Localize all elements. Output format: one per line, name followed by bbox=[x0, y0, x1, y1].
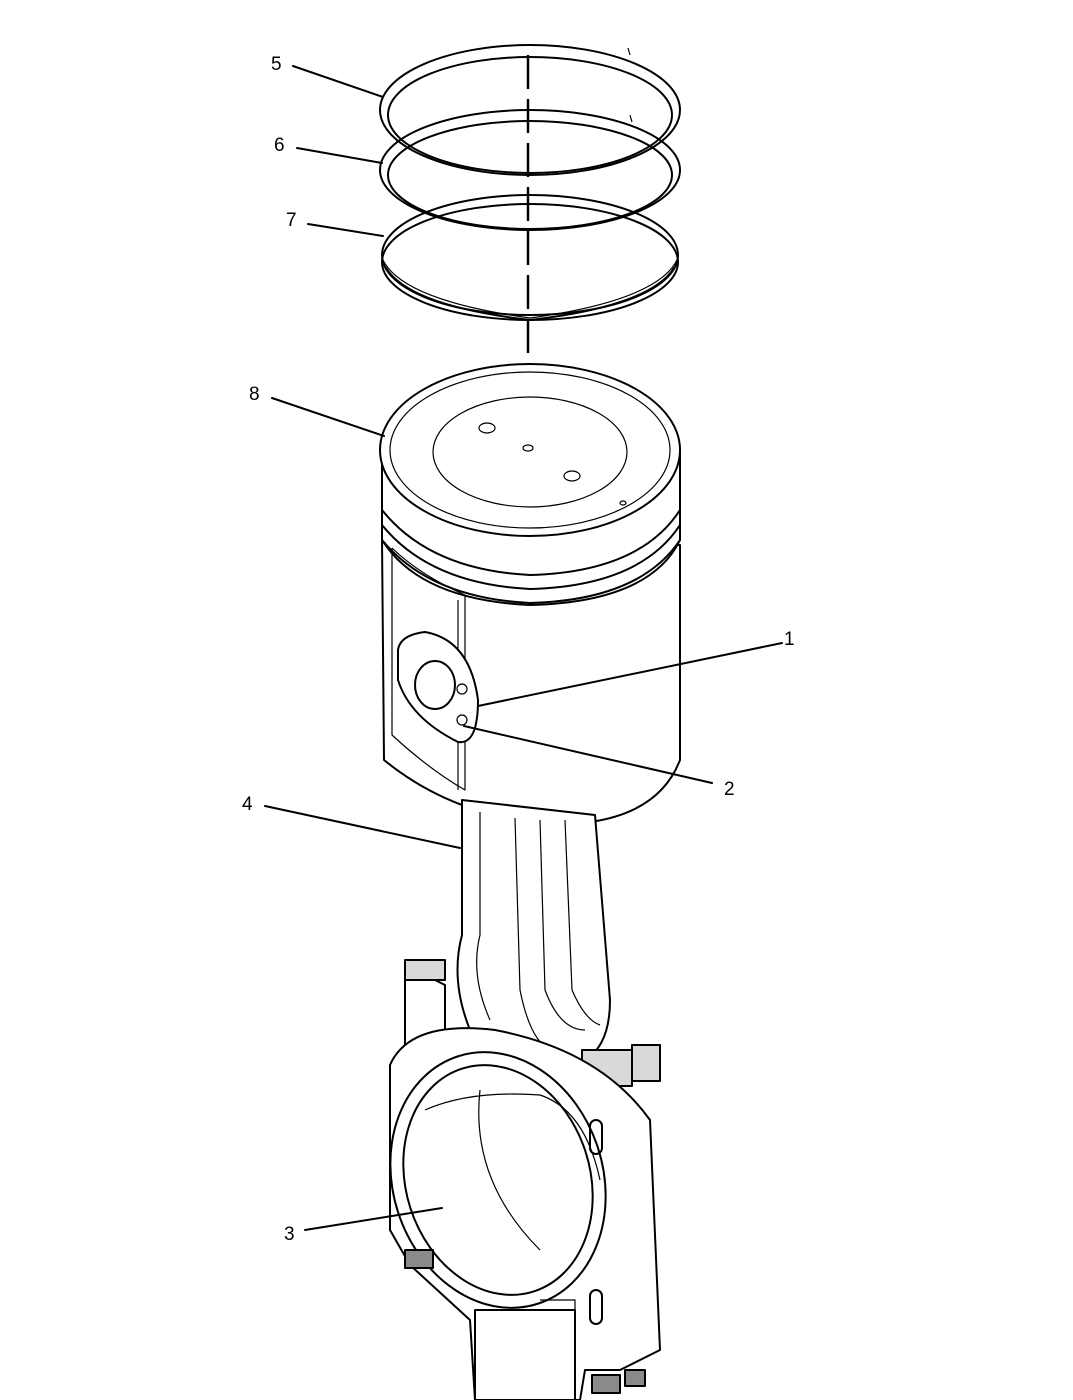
ring-top bbox=[379, 44, 681, 176]
ring-middle bbox=[379, 109, 681, 231]
callout-5: 5 bbox=[271, 54, 282, 75]
callout-leaders bbox=[264, 65, 783, 1231]
callout-2: 2 bbox=[724, 779, 735, 800]
callout-3: 3 bbox=[284, 1224, 295, 1245]
piston bbox=[379, 363, 681, 824]
callout-1: 1 bbox=[784, 629, 795, 650]
callout-6: 6 bbox=[274, 135, 285, 156]
callout-4: 4 bbox=[242, 794, 253, 815]
callout-8: 8 bbox=[249, 384, 260, 405]
callout-labels: 5 6 7 8 1 2 4 3 bbox=[242, 54, 795, 1245]
ring-oil bbox=[381, 194, 679, 321]
callout-7: 7 bbox=[286, 210, 297, 231]
connecting-rod bbox=[389, 799, 661, 1400]
